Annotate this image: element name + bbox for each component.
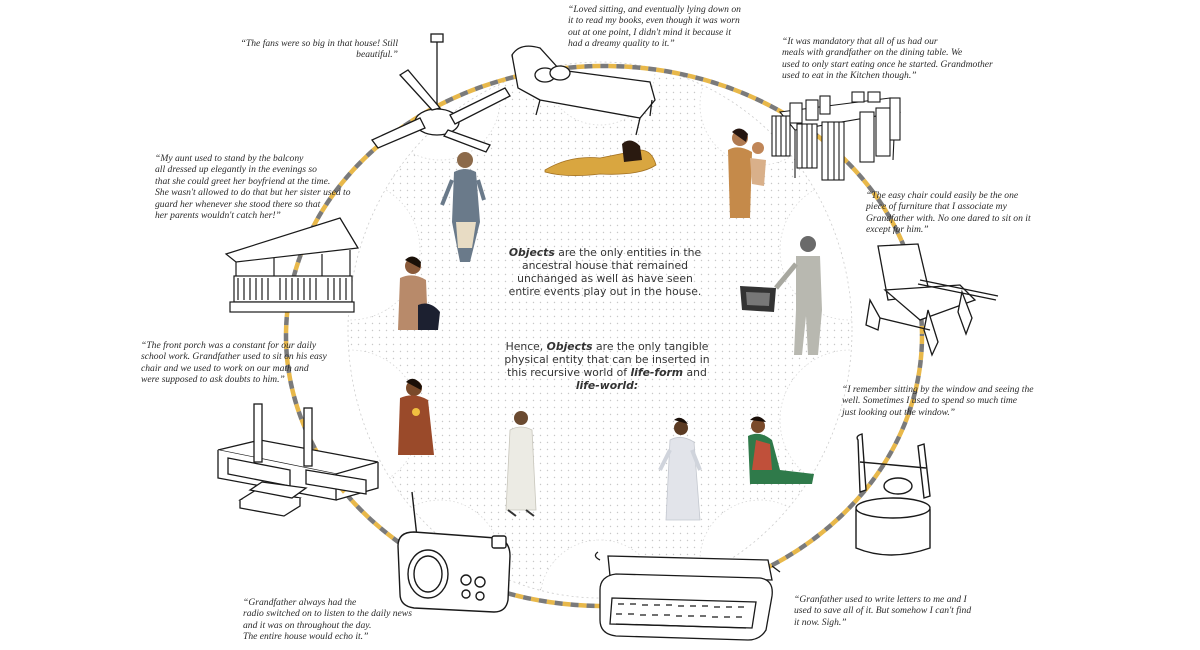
radio-icon — [397, 491, 511, 613]
quote-easychair: “The easy chair could easily be the one … — [866, 190, 1031, 236]
easy-chair-icon — [865, 243, 999, 357]
porch-icon — [217, 403, 379, 517]
quote-balcony: “My aunt used to stand by the balcony al… — [155, 153, 351, 222]
quote-porch: “The front porch was a constant for our … — [141, 340, 327, 386]
quote-typewriter: “Granfather used to write letters to me … — [794, 594, 972, 628]
white-robed-man-figure — [505, 411, 537, 517]
statement-2-and: and — [683, 366, 707, 379]
mother-child-figure — [728, 128, 766, 218]
statement-1-text: are the only entities in the ancestral h… — [508, 246, 702, 298]
center-statement-2: Hence, Objects are the only tangible phy… — [496, 340, 718, 392]
quote-well: “I remember sitting by the window and se… — [842, 384, 1034, 418]
man-standing-figure — [440, 152, 486, 262]
typewriter-icon — [594, 551, 781, 641]
chaise-lounge-icon — [511, 45, 656, 136]
lamp-woman-figure — [398, 378, 434, 455]
quote-dining: “It was mandatory that all of us had our… — [782, 36, 993, 82]
green-sari-woman-figure — [748, 416, 814, 484]
statement-2-lead: Hence, — [505, 340, 547, 353]
balcony-icon — [224, 217, 359, 313]
ceiling-fan-icon — [370, 33, 511, 153]
objects-term-2: Objects — [546, 340, 593, 353]
inner-outline — [347, 61, 853, 599]
dining-table-icon — [771, 91, 901, 181]
life-world-term: life-world: — [575, 379, 639, 392]
quote-chaise: “Loved sitting, and eventually lying dow… — [568, 4, 741, 50]
objects-term: Objects — [508, 246, 555, 259]
standing-woman-figure — [658, 417, 702, 521]
quote-fan: “The fans were so big in that house! Sti… — [240, 38, 398, 61]
seated-woman-figure — [398, 256, 440, 330]
well-icon — [855, 433, 931, 556]
uniformed-man-figure — [740, 236, 822, 355]
reclining-woman-figure — [544, 140, 657, 176]
statement-2-text: are the only tangible physical entity th… — [504, 340, 710, 379]
quote-radio: “Grandfather always had the radio switch… — [243, 597, 412, 643]
center-statement-1: Objects are the only entities in the anc… — [500, 246, 710, 298]
life-form-term: life-form — [630, 366, 684, 379]
